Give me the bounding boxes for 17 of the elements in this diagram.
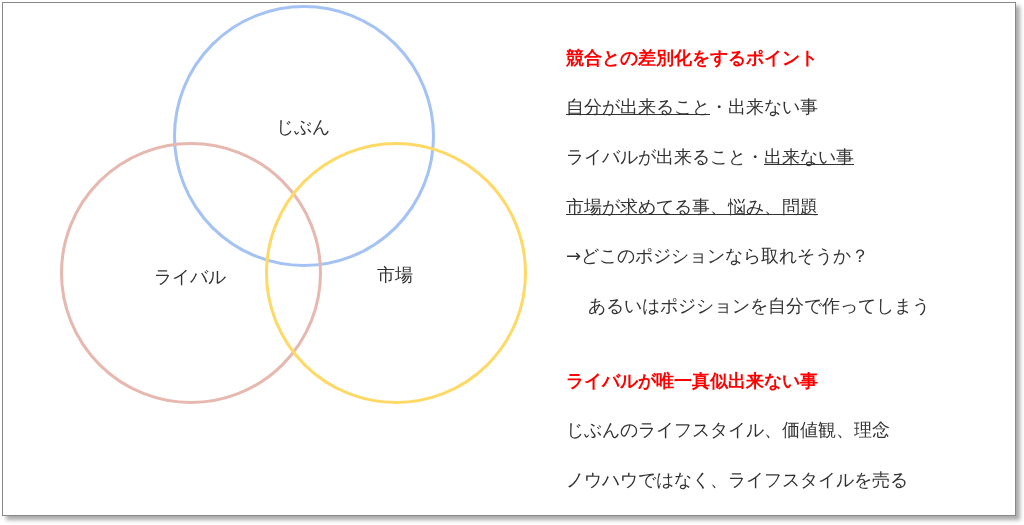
text-line: 自分が出来ること — [566, 96, 710, 118]
venn-circle — [60, 142, 322, 404]
circle-label: 市場 — [377, 263, 413, 287]
text-line: ノウハウではなく、ライフスタイルを売る — [566, 469, 908, 491]
section-heading: ライバルが唯一真似出来ない事 — [566, 370, 818, 392]
venn-circle — [173, 5, 435, 267]
circle-label: じぶん — [276, 115, 330, 139]
text-line: ・出来ない事 — [710, 96, 818, 118]
text-line: →どこのポジションなら取れそうか？ — [566, 245, 870, 267]
text-line: 出来ない事 — [764, 146, 854, 168]
text-line: じぶんのライフスタイル、価値観、理念 — [566, 419, 890, 441]
text-line: 市場が求めてる事、悩み、問題 — [566, 196, 818, 218]
text-line: あるいはポジションを自分で作ってしまう — [588, 295, 930, 317]
section-heading: 競合との差別化をするポイント — [566, 47, 818, 69]
text-line: ライバルが出来ること・ — [566, 146, 764, 168]
venn-circle — [265, 142, 527, 404]
circle-label: ライバル — [154, 265, 226, 289]
